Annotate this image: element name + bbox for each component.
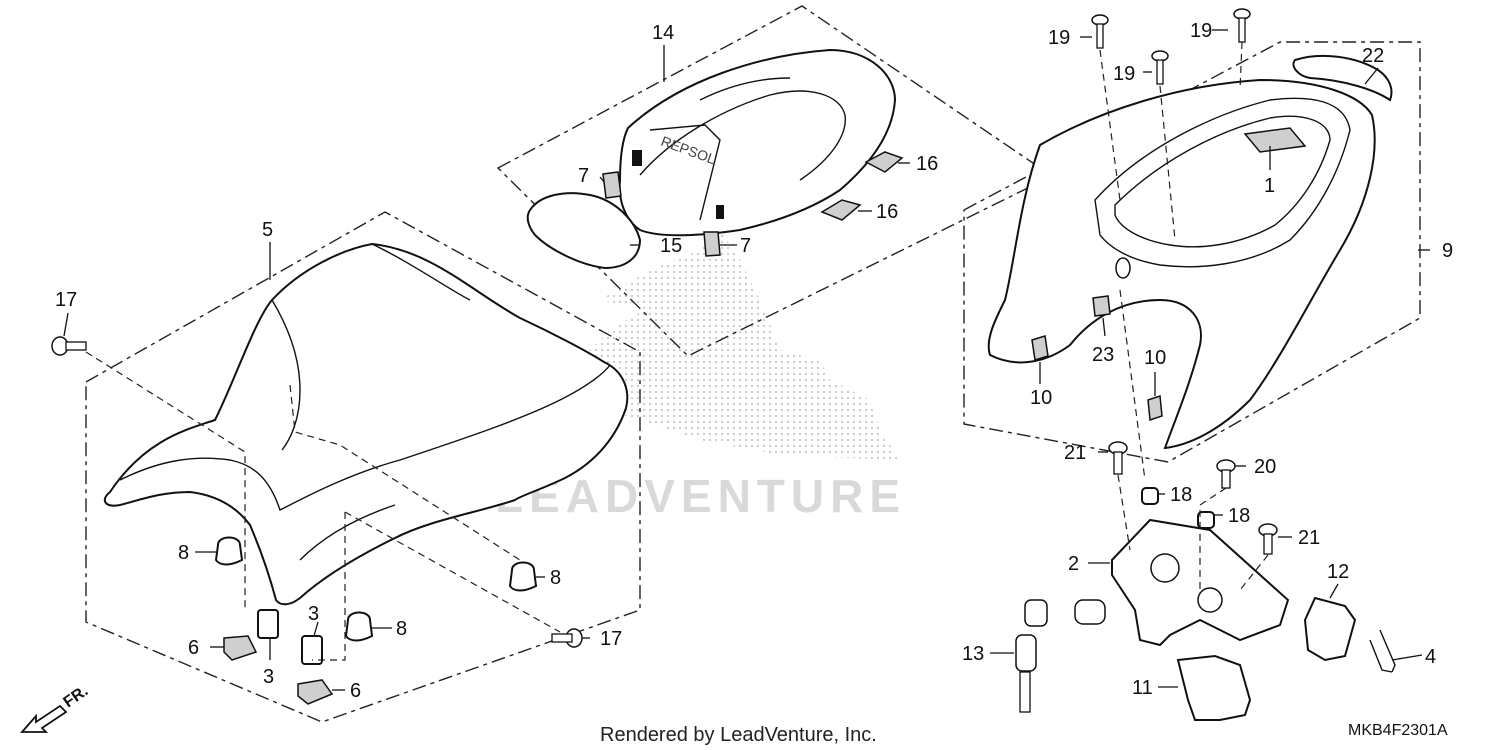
label-6-a: 6 xyxy=(188,637,199,659)
grab-rail-22 xyxy=(1292,54,1393,102)
clip-7-upper xyxy=(602,171,622,199)
assembly-line xyxy=(1199,487,1227,590)
bolt-19-b xyxy=(1151,50,1169,85)
assembly-line xyxy=(312,512,346,661)
leader-lines xyxy=(63,29,1430,691)
hook-3-a xyxy=(257,609,279,639)
clip-10-left xyxy=(1031,335,1049,361)
main-seat xyxy=(103,242,629,606)
label-6-b: 6 xyxy=(350,680,361,702)
cover-12 xyxy=(1303,596,1357,662)
group-9-outline xyxy=(963,41,1421,463)
clip-4 xyxy=(1369,629,1396,673)
assembly-line xyxy=(1239,41,1243,91)
rear-cowl xyxy=(987,78,1376,450)
damper-8-b xyxy=(508,561,538,592)
label-3-b: 3 xyxy=(308,603,319,625)
damper-8-a xyxy=(214,536,244,566)
label-11: 11 xyxy=(1132,677,1153,699)
collar-18-a xyxy=(1141,487,1159,505)
pad-6-a xyxy=(223,635,258,661)
label-18-b: 18 xyxy=(1228,505,1250,527)
bolt-17-a xyxy=(51,336,87,356)
assembly-line xyxy=(1119,289,1146,481)
label-16-b: 16 xyxy=(876,201,898,223)
pad-16-upper xyxy=(864,151,904,173)
label-21-a: 21 xyxy=(1064,442,1086,464)
front-direction-arrow: FR. xyxy=(20,683,92,733)
label-1: 1 xyxy=(1264,175,1275,197)
assembly-line xyxy=(344,511,561,633)
label-23: 23 xyxy=(1092,344,1114,366)
part-23 xyxy=(1092,295,1111,317)
label-20: 20 xyxy=(1254,456,1276,478)
assembly-line xyxy=(1159,85,1176,241)
bracket-hole xyxy=(1150,553,1180,583)
label-13: 13 xyxy=(962,643,984,665)
label-10-b: 10 xyxy=(1144,347,1166,369)
latch-11 xyxy=(1176,654,1252,721)
label-19-b: 19 xyxy=(1113,63,1135,85)
bolt-19-a xyxy=(1091,14,1109,49)
label-10-a: 10 xyxy=(1030,387,1052,409)
label-5: 5 xyxy=(262,219,273,241)
label-16-a: 16 xyxy=(916,153,938,175)
damper-8-c xyxy=(344,611,374,642)
label-17-b: 17 xyxy=(600,628,622,650)
bolt-21-a xyxy=(1108,441,1128,475)
assembly-line xyxy=(1099,49,1121,201)
group-5-outline xyxy=(85,211,641,723)
label-15: 15 xyxy=(660,235,682,257)
label-21-b: 21 xyxy=(1298,527,1320,549)
assembly-line xyxy=(1239,554,1269,591)
label-7-a: 7 xyxy=(578,165,589,187)
label-19-a: 19 xyxy=(1048,27,1070,49)
clip-7-lower xyxy=(703,231,721,257)
label-3-a: 3 xyxy=(263,666,274,688)
label-17-a: 17 xyxy=(55,289,77,311)
bracket-hole-2 xyxy=(1197,587,1223,613)
seat-pad-15 xyxy=(526,192,642,270)
label-12: 12 xyxy=(1327,561,1349,583)
bolt-17-b xyxy=(551,628,583,648)
pad-16-lower xyxy=(820,199,862,221)
footer-credit: Rendered by LeadVenture, Inc. xyxy=(600,724,877,746)
label-22: 22 xyxy=(1362,45,1384,67)
label-2: 2 xyxy=(1068,553,1079,575)
clip-10-right xyxy=(1147,394,1163,422)
label-14: 14 xyxy=(652,22,674,44)
label-8-a: 8 xyxy=(178,542,189,564)
bolt-21-b xyxy=(1258,523,1278,555)
bolt-20 xyxy=(1216,459,1236,489)
key-lock-13 xyxy=(1015,599,1106,713)
label-4: 4 xyxy=(1425,646,1436,668)
label-18-a: 18 xyxy=(1170,484,1192,506)
label-8-c: 8 xyxy=(396,618,407,640)
collar-18-b xyxy=(1197,511,1215,529)
hook-3-b xyxy=(301,635,323,665)
rear-seat-cowl: REPSOL xyxy=(618,48,897,237)
label-19-c: 19 xyxy=(1190,20,1212,42)
assembly-line xyxy=(85,351,246,612)
bolt-19-c xyxy=(1233,8,1251,43)
label-9: 9 xyxy=(1442,240,1453,262)
label-8-b: 8 xyxy=(550,567,561,589)
front-arrow-label: FR. xyxy=(61,683,92,712)
pad-6-b xyxy=(297,679,334,705)
label-7-b: 7 xyxy=(740,235,751,257)
assembly-line xyxy=(1117,474,1131,551)
diagram-code: MKB4F2301A xyxy=(1348,722,1448,739)
